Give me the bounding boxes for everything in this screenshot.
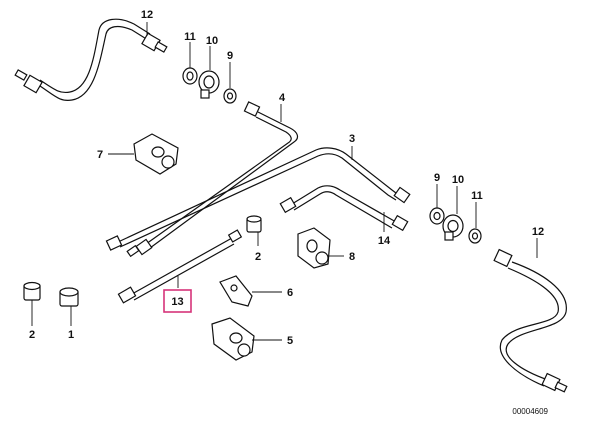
washer-9-top (223, 88, 237, 104)
brake-pipe-13 (117, 229, 243, 304)
callout-2-left: 2 (29, 329, 35, 341)
callout-1: 1 (68, 329, 74, 341)
brake-pipe-14 (279, 185, 409, 232)
callout-4: 4 (279, 92, 286, 104)
nut-2-left (23, 281, 41, 301)
brake-pipe-4 (126, 101, 299, 258)
diagram-reference-number: 00004609 (512, 407, 548, 416)
callout-9-top: 9 (227, 50, 233, 62)
callout-7: 7 (97, 149, 103, 161)
callout-12-right: 12 (532, 226, 544, 238)
brake-pipe-3 (105, 147, 411, 251)
callout-8: 8 (349, 251, 355, 263)
callout-5: 5 (287, 335, 293, 347)
washer-11-right (468, 228, 482, 244)
callout-2-center: 2 (255, 251, 261, 263)
callout-9-right: 9 (434, 172, 440, 184)
callout-14: 14 (378, 235, 391, 247)
callout-11-top: 11 (184, 31, 196, 43)
clip-7 (133, 133, 179, 175)
nut-2-center (246, 215, 262, 233)
nut-1 (59, 287, 79, 307)
callout-labels: 12 11 10 9 4 7 3 9 10 11 12 14 2 8 6 13 … (29, 9, 544, 347)
callout-3: 3 (349, 133, 355, 145)
callout-10-top: 10 (206, 35, 218, 47)
washer-9-right (429, 207, 445, 225)
callout-10-right: 10 (452, 174, 464, 186)
callout-12-top: 12 (141, 9, 153, 21)
leader-lines (31, 22, 538, 341)
banjo-fitting-10-right (442, 214, 464, 241)
banjo-fitting-10-top (198, 70, 220, 99)
washer-11-top (182, 67, 198, 85)
callout-6: 6 (287, 287, 293, 299)
bracket-6 (219, 275, 253, 307)
clip-8 (297, 227, 331, 269)
brake-hose-12-right (493, 248, 568, 393)
highlight-box-13 (163, 289, 192, 313)
callout-13: 13 (171, 296, 183, 308)
brake-hose-12-top (14, 18, 168, 101)
clip-5 (211, 317, 255, 361)
callout-11-right: 11 (471, 190, 483, 202)
